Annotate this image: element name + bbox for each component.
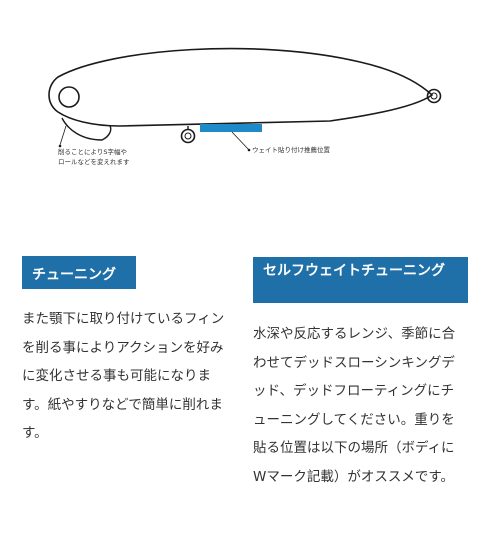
belly-eyelet xyxy=(180,128,196,144)
lure-body-outline xyxy=(48,47,434,127)
lure-eye xyxy=(58,86,80,108)
tuning-heading: チューニング xyxy=(22,256,136,289)
lure-diagram xyxy=(48,47,442,152)
callout-fin-line1: 削ることによりS字幅や xyxy=(58,148,127,156)
callout-weight-note: ウェイト貼り付け推薦位置 xyxy=(252,146,330,154)
lure-fin xyxy=(61,117,112,141)
tuning-body: また顎下に取り付けているフィンを削る事によりアクションを好みに変化させる事も可能… xyxy=(22,311,225,442)
callout-line-left xyxy=(59,125,67,146)
tail-eyelet xyxy=(426,88,442,104)
weight-position-marker xyxy=(200,124,262,132)
self-weight-tuning-body: 水深や反応するレンジ、季節に合わせてデッドスローシンキングデッド、デッドフローテ… xyxy=(253,326,456,485)
self-weight-tuning-heading: セルフウェイトチューニング xyxy=(253,257,468,303)
callout-line-right xyxy=(231,131,250,151)
callout-fin-note: 削ることによりS字幅や ロールなどを変えれます xyxy=(58,147,130,167)
callout-fin-line2: ロールなどを変えれます xyxy=(58,158,130,166)
